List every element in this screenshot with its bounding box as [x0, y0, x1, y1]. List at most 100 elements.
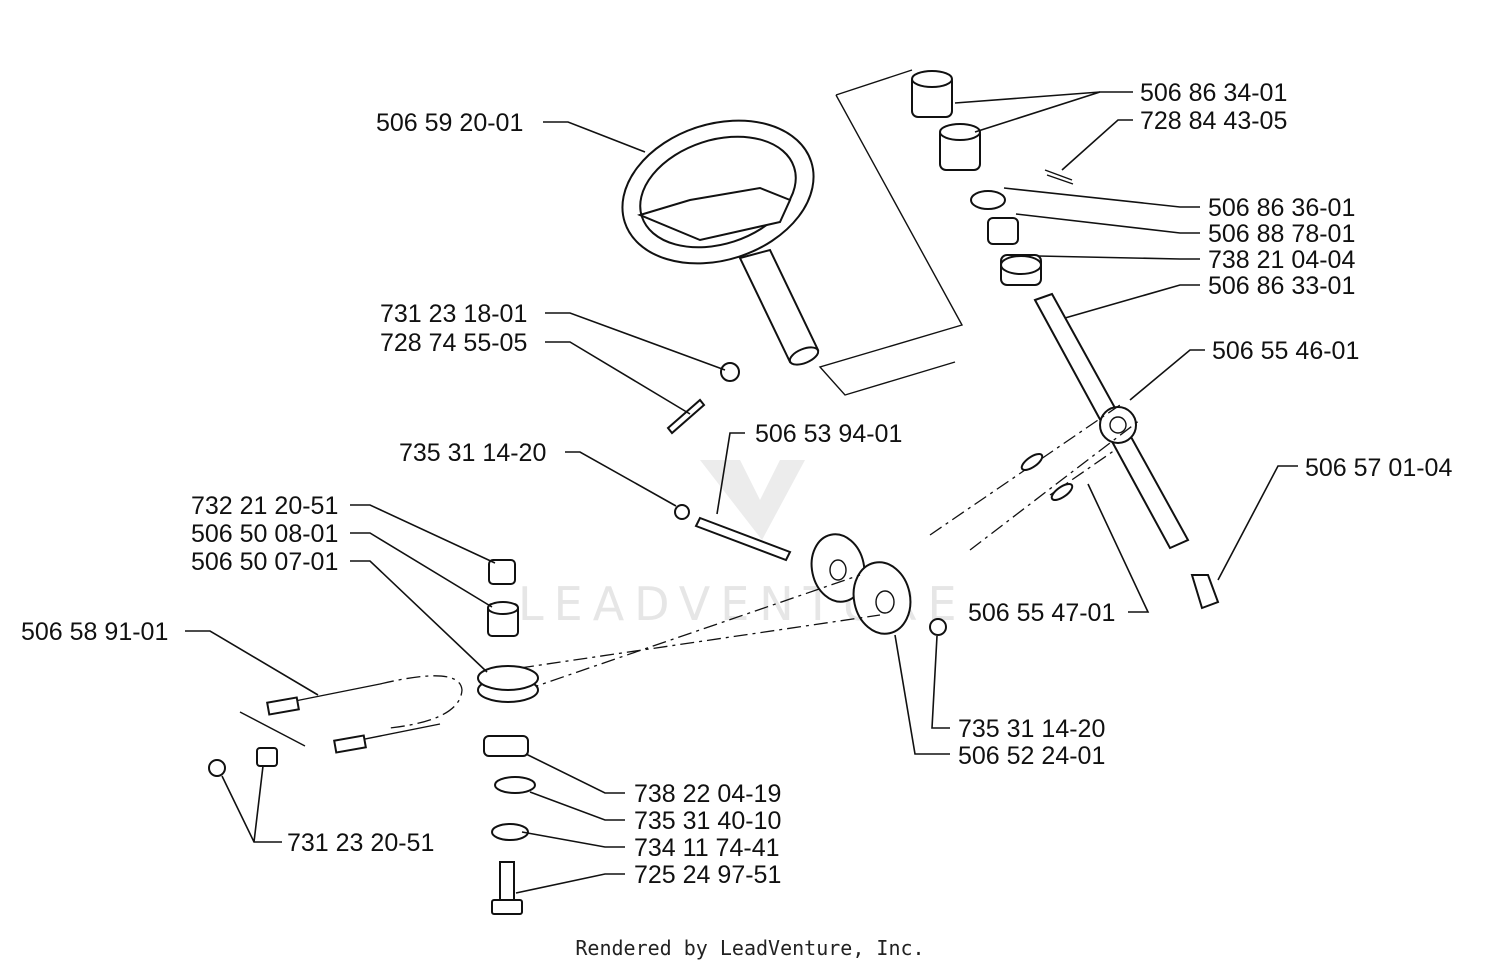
- bolt-shank: [499, 861, 515, 901]
- leader-guide-pulley: [350, 560, 488, 673]
- part-label: 506 55 46-01: [1212, 337, 1359, 365]
- part-label: 735 31 40-10: [634, 807, 781, 835]
- part-label: 732 21 20-51: [191, 492, 338, 520]
- pulleys: [810, 533, 947, 636]
- nut-left-large: [256, 747, 278, 767]
- leader-bolt-right: [1217, 465, 1298, 581]
- part-label: 506 52 24-01: [958, 742, 1105, 770]
- lower-pulley-stack: [477, 559, 539, 915]
- leader-spacer: [350, 532, 493, 608]
- leader-guide-pin: [716, 432, 745, 515]
- bearing-upper-race: [1000, 255, 1042, 275]
- sprocket: [1099, 406, 1137, 444]
- pulley-front: [852, 561, 912, 635]
- part-label: 506 50 08-01: [191, 520, 338, 548]
- part-label: 506 58 91-01: [21, 618, 168, 646]
- nut-left-small: [208, 759, 226, 777]
- pulley-rear: [810, 533, 866, 603]
- leader-washer-upper: [1003, 187, 1200, 208]
- leader-cable: [185, 630, 319, 696]
- part-label: 735 31 14-20: [399, 439, 546, 467]
- part-labels: 506 59 20-01 731 23 18-01 728 74 55-05 7…: [21, 79, 1452, 889]
- part-label: 506 55 47-01: [968, 599, 1115, 627]
- nut-pulley: [929, 618, 947, 636]
- leader-pulley: [894, 634, 950, 755]
- nut-column: [720, 362, 740, 382]
- snap-ring: [494, 776, 536, 794]
- part-label: 506 53 94-01: [755, 420, 902, 448]
- bushing-second-end: [939, 123, 981, 141]
- leader-bushings: [954, 91, 1133, 133]
- leader-nut-top: [350, 504, 496, 564]
- spacer-top: [487, 601, 519, 615]
- steering-wheel: [621, 119, 820, 366]
- chain-link-left: [1020, 452, 1044, 472]
- cable-end-lower: [333, 734, 367, 754]
- washer-lower: [491, 823, 529, 841]
- bolt-right: [1190, 574, 1220, 610]
- leader-nuts-left: [221, 765, 282, 843]
- leader-nut-column: [545, 312, 726, 371]
- upper-bushings: [911, 70, 1074, 286]
- part-label: 738 21 04-04: [1208, 246, 1355, 274]
- cable-line-back: [524, 574, 861, 691]
- part-label: 506 86 36-01: [1208, 194, 1355, 222]
- part-label: 506 86 33-01: [1208, 272, 1355, 300]
- leader-nut-pulley: [931, 635, 950, 729]
- leader-wheel: [543, 121, 646, 153]
- part-label: 738 22 04-19: [634, 780, 781, 808]
- pulley-front-hub: [875, 590, 895, 614]
- part-label: 731 23 18-01: [380, 300, 527, 328]
- steering-shaft: [1033, 292, 1190, 550]
- cable-loop: [379, 675, 463, 729]
- part-label: 735 31 14-20: [958, 715, 1105, 743]
- part-label: 731 23 20-51: [287, 829, 434, 857]
- washer-upper: [970, 190, 1006, 210]
- part-label: 506 57 01-04: [1305, 454, 1452, 482]
- cable-upper: [969, 419, 1141, 551]
- cable-guide-line: [239, 711, 306, 747]
- leader-sprocket: [1129, 349, 1205, 401]
- part-label: 506 50 07-01: [191, 548, 338, 576]
- part-label: 728 84 43-05: [1140, 107, 1287, 135]
- leader-bearing-lower: [525, 753, 625, 794]
- cable-end-upper: [266, 696, 300, 716]
- assembly-bracket-outline: [818, 69, 964, 396]
- guide-pin: [694, 516, 792, 562]
- leader-washer-lower: [521, 831, 625, 848]
- cable-line-front: [519, 614, 881, 669]
- column-end: [788, 346, 820, 366]
- bearing-lower: [483, 735, 529, 757]
- part-label: 506 59 20-01: [376, 109, 523, 137]
- flange-bushing: [987, 217, 1019, 245]
- set-screw: [1044, 169, 1074, 185]
- leader-chain-lower: [1087, 483, 1150, 613]
- part-label: 725 24 97-51: [634, 861, 781, 889]
- footer-credit: Rendered by LeadVenture, Inc.: [575, 936, 925, 960]
- steering-column: [738, 248, 820, 364]
- leader-shaft: [1064, 284, 1200, 319]
- leader-lines: [185, 91, 1298, 894]
- leader-clip-upper: [565, 451, 677, 507]
- screw-column: [666, 398, 706, 435]
- leader-snap-ring: [529, 791, 625, 821]
- steering-parts-diagram: LEADVENTURE: [21, 69, 1452, 915]
- clip-upper: [674, 504, 690, 520]
- leader-screw-column: [545, 341, 691, 415]
- part-label: 734 11 74-41: [634, 834, 780, 862]
- nut-top: [488, 559, 516, 585]
- part-label: 506 86 34-01: [1140, 79, 1287, 107]
- pulley-rear-hub: [829, 559, 847, 581]
- wheel-spoke: [637, 186, 792, 242]
- watermark-logo-icon: [700, 460, 805, 540]
- part-label: 506 88 78-01: [1208, 220, 1355, 248]
- leader-flange-bushing: [1015, 213, 1200, 234]
- sprocket-hub: [1109, 416, 1127, 434]
- bushing-top-end: [911, 70, 953, 88]
- guide-pulley-upper: [477, 665, 539, 691]
- leader-set-screw: [1061, 119, 1133, 171]
- steering-cables: [269, 683, 441, 745]
- part-label: 728 74 55-05: [380, 329, 527, 357]
- leader-bolt: [515, 873, 625, 894]
- chain-link-right: [1050, 482, 1074, 502]
